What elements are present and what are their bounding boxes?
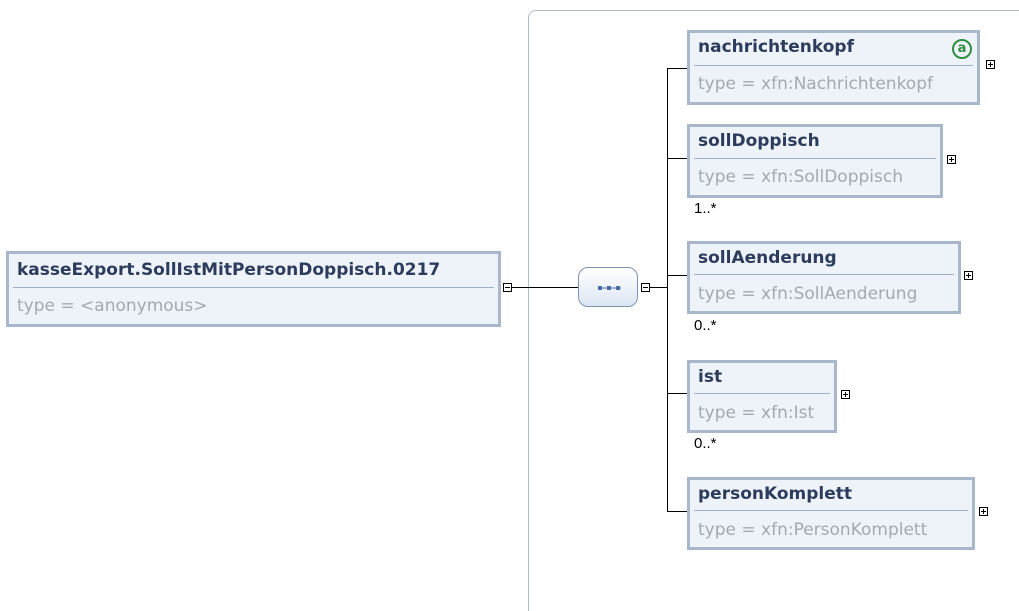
branch-stub (667, 511, 687, 512)
root-element-name: kasseExport.SollIstMitPersonDoppisch.021… (17, 260, 441, 280)
attribute-icon: a (952, 39, 972, 59)
child-element-node[interactable]: personKomplett type = xfn:PersonKomplett (687, 477, 975, 550)
branch-stub (667, 158, 687, 159)
root-element-node[interactable]: kasseExport.SollIstMitPersonDoppisch.021… (6, 251, 501, 327)
child-element-divider (694, 393, 830, 394)
root-connector-line (512, 287, 578, 288)
child-element-divider (694, 158, 936, 159)
child-element-name: personKomplett (698, 484, 853, 504)
schema-content-frame (528, 10, 1019, 611)
branch-stub (667, 275, 687, 276)
child-element-name: ist (698, 367, 723, 387)
child-element-divider (694, 65, 973, 66)
expand-toggle[interactable] (986, 60, 995, 69)
child-element-type: type = xfn:Ist (698, 403, 815, 423)
child-element-divider (694, 274, 954, 275)
child-element-type: type = xfn:SollAenderung (698, 284, 918, 304)
sequence-icon (598, 286, 621, 290)
expand-toggle[interactable] (841, 390, 850, 399)
child-element-node[interactable]: sollAenderung type = xfn:SollAenderung (687, 241, 961, 314)
expand-toggle[interactable] (979, 507, 988, 516)
expand-toggle[interactable] (964, 271, 973, 280)
expand-toggle[interactable] (947, 155, 956, 164)
child-element-node[interactable]: ist type = xfn:Ist (687, 360, 837, 433)
child-element-node[interactable]: sollDoppisch type = xfn:SollDoppisch (687, 124, 943, 198)
branch-stub (667, 393, 687, 394)
child-element-type: type = xfn:PersonKomplett (698, 520, 928, 540)
compositor-collapse-toggle[interactable] (641, 283, 650, 292)
cardinality-label: 0..* (694, 435, 717, 452)
child-element-node[interactable]: nachrichtenkopf a type = xfn:Nachrichten… (687, 30, 980, 105)
child-element-divider (694, 510, 968, 511)
child-element-name: sollAenderung (698, 248, 837, 268)
branch-stub (667, 68, 687, 69)
root-collapse-toggle[interactable] (503, 283, 512, 292)
cardinality-label: 0..* (694, 317, 717, 334)
compositor-connector-line (650, 287, 667, 288)
sequence-compositor[interactable] (578, 267, 638, 307)
cardinality-label: 1..* (694, 200, 717, 217)
child-element-type: type = xfn:SollDoppisch (698, 167, 903, 187)
root-element-type: type = <anonymous> (17, 296, 208, 316)
child-element-name: sollDoppisch (698, 131, 820, 151)
child-element-name: nachrichtenkopf (698, 37, 854, 57)
root-element-divider (13, 287, 494, 288)
child-element-type: type = xfn:Nachrichtenkopf (698, 74, 933, 94)
branch-vertical-line (667, 68, 668, 512)
